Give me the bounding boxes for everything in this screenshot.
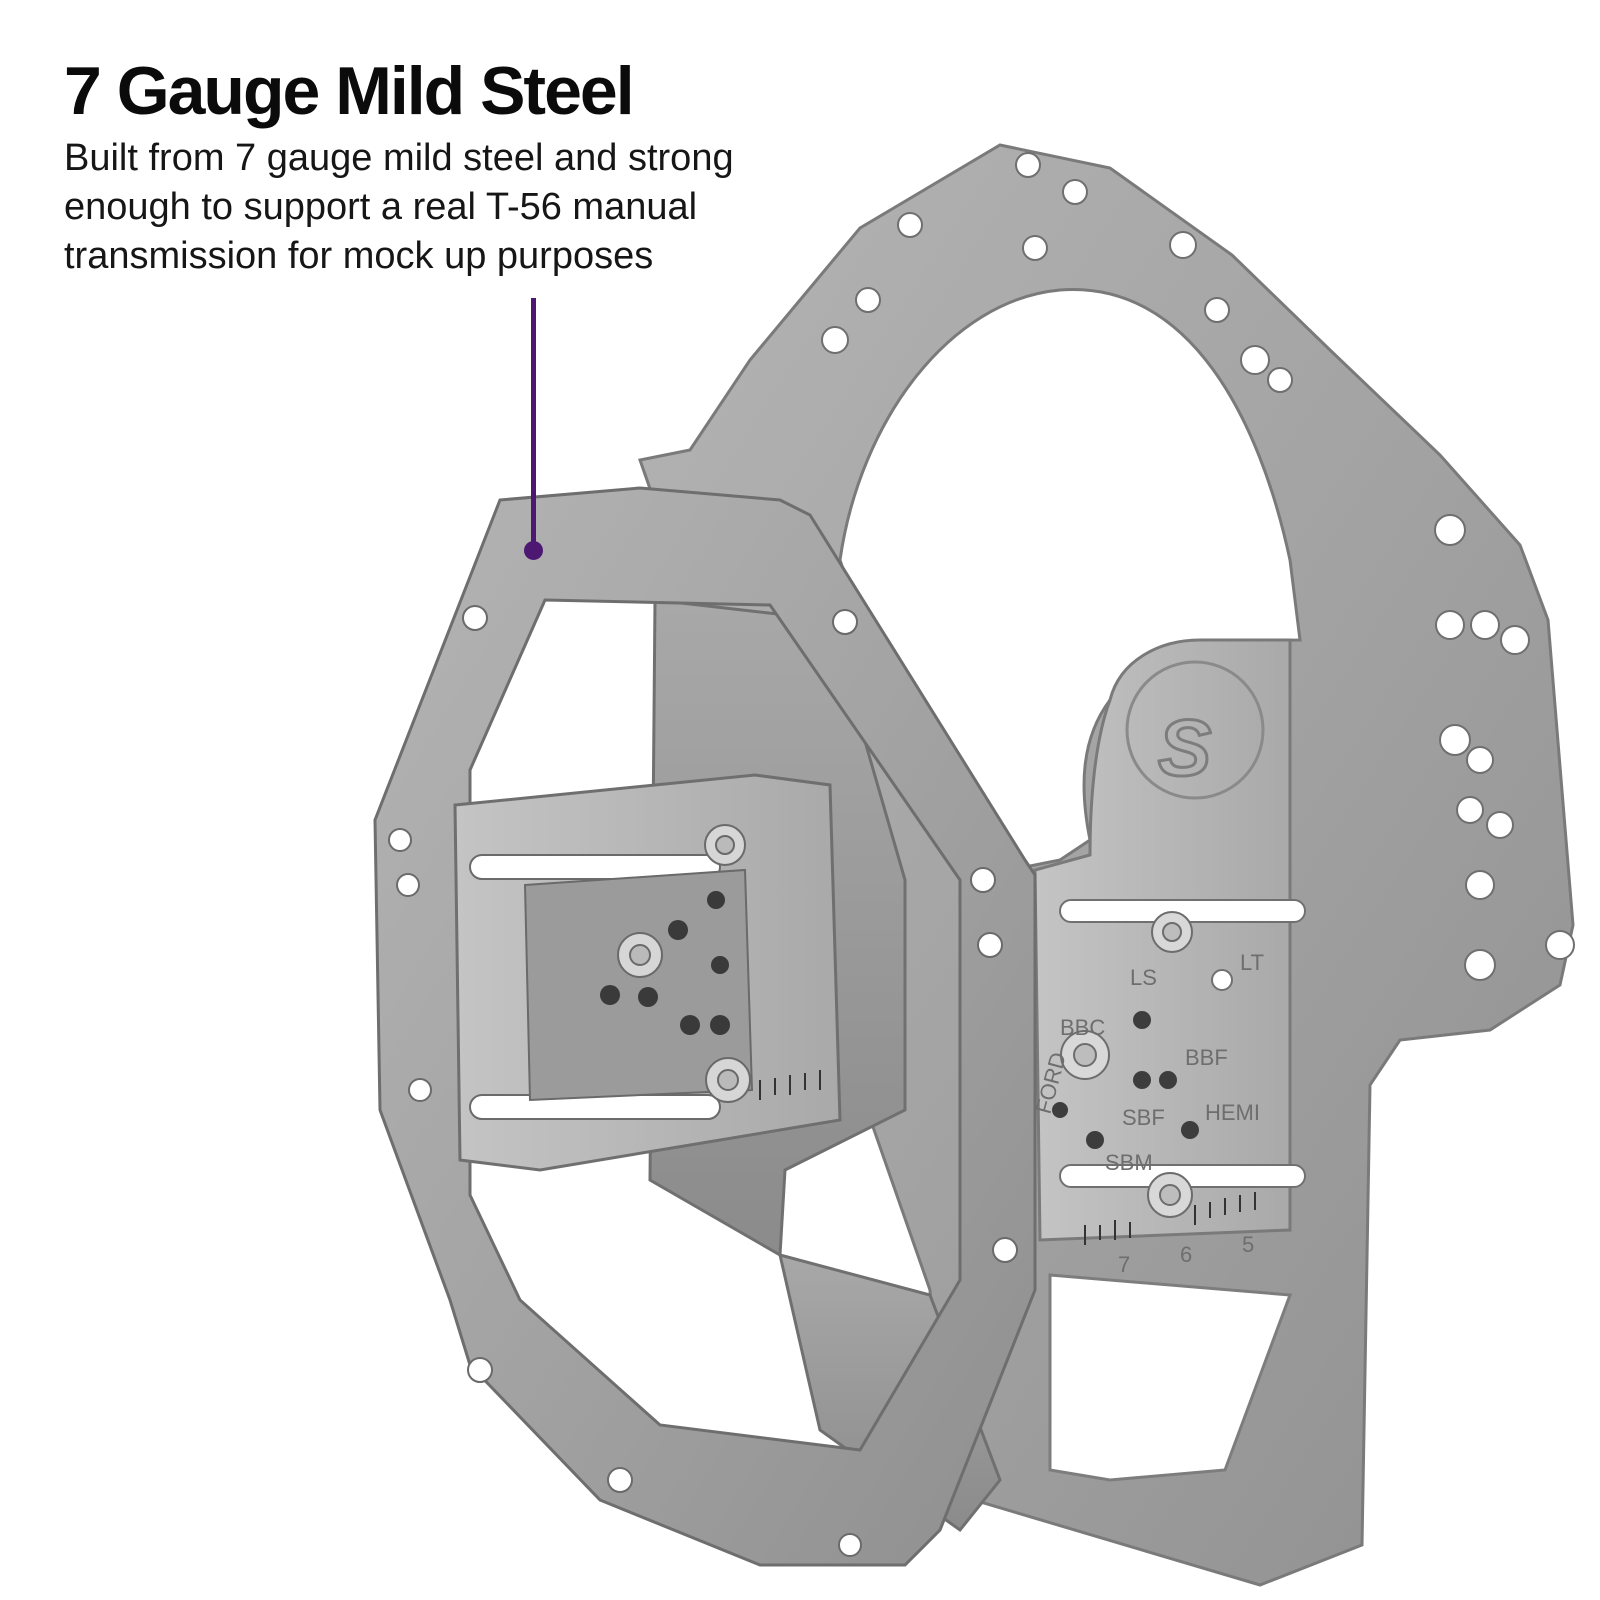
description-line: transmission for mock up purposes [64,235,654,277]
callout-dot [524,541,543,560]
label-bbf: BBF [1185,1045,1228,1070]
label-sbf: SBF [1122,1105,1165,1130]
label-lt: LT [1240,950,1264,975]
label-scale-5: 5 [1242,1232,1254,1257]
headline: 7 Gauge Mild Steel [64,53,635,129]
description-line: enough to support a real T-56 manual [64,186,698,228]
logo-ring [1125,660,1265,800]
label-scale-7: 7 [1118,1252,1130,1277]
description: Built from 7 gauge mild steel and strong… [64,134,784,281]
rear-mount-bracket: S [1031,638,1306,1277]
label-hemi: HEMI [1205,1100,1260,1125]
front-slide-bracket [453,773,842,1172]
description-line: Built from 7 gauge mild steel and strong [64,137,734,179]
front-adapter-plate [373,486,1037,1567]
brand-logo-mark: S [1158,703,1211,792]
label-ls: LS [1130,965,1157,990]
label-sbm: SBM [1105,1150,1153,1175]
label-scale-6: 6 [1180,1242,1192,1267]
label-bbc: BBC [1060,1015,1105,1040]
callout-line [531,298,536,550]
